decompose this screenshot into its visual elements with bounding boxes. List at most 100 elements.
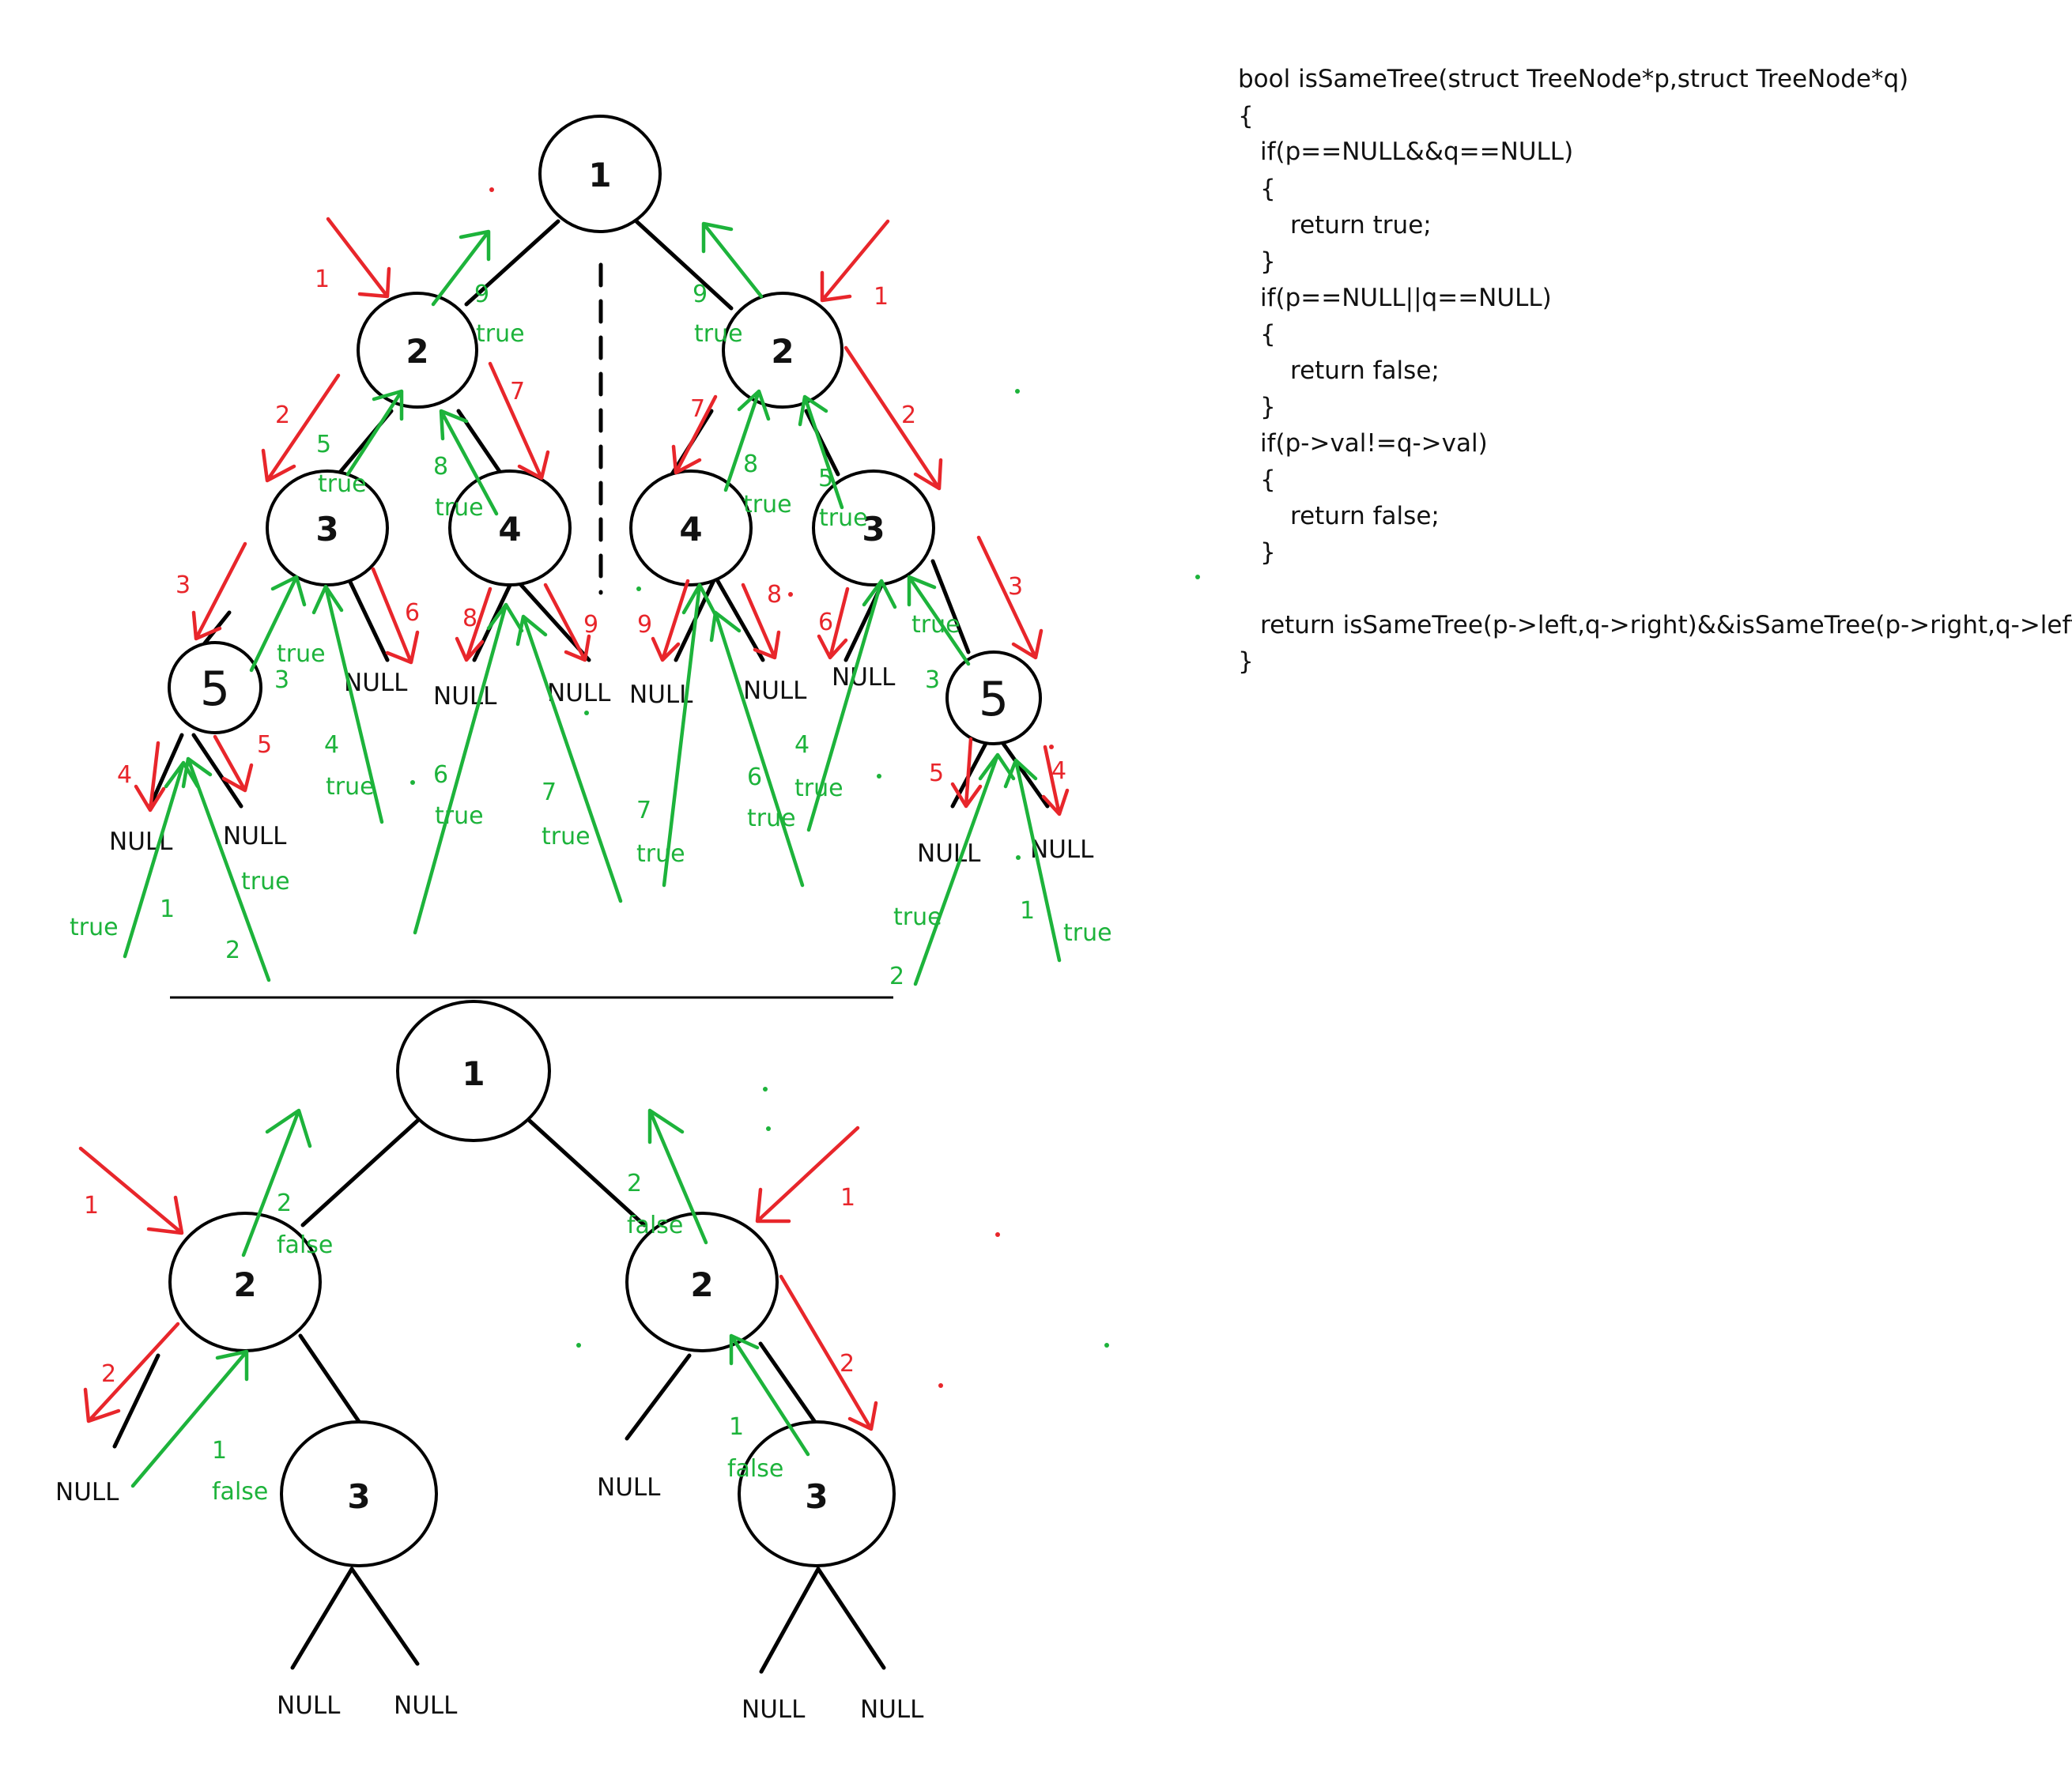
bottom-call-arrows bbox=[78, 1126, 1000, 1431]
code-line: return true; bbox=[1290, 211, 1432, 239]
code-line: { bbox=[1260, 466, 1276, 494]
true-label: true bbox=[435, 494, 484, 522]
code-line: { bbox=[1260, 320, 1276, 349]
tree-node: 2 bbox=[357, 292, 478, 409]
true-label: true bbox=[819, 504, 868, 532]
svg-text:4: 4 bbox=[679, 510, 702, 549]
tree-node: 4 bbox=[629, 469, 753, 586]
false-label: false bbox=[727, 1455, 783, 1483]
true-label: true bbox=[743, 491, 792, 518]
null-label: NULL bbox=[277, 1691, 341, 1720]
svg-text:4: 4 bbox=[498, 510, 521, 549]
code-line: { bbox=[1260, 175, 1276, 203]
top-tree-nodes: 1 2 2 3 4 4 3 5 bbox=[168, 115, 1042, 745]
false-label: false bbox=[212, 1478, 268, 1506]
step-label: 9 bbox=[637, 611, 652, 639]
bottom-step-labels: 1 2 1 2 2 1 2 1 bbox=[84, 1170, 855, 1465]
true-label: true bbox=[636, 840, 685, 868]
step-label: 2 bbox=[101, 1360, 116, 1388]
step-label: 7 bbox=[636, 797, 651, 824]
code-line: { bbox=[1238, 102, 1254, 130]
tree-node: 1 bbox=[538, 115, 662, 233]
true-label: true bbox=[435, 802, 484, 830]
step-label: 8 bbox=[433, 453, 448, 481]
code-line: return false; bbox=[1290, 356, 1440, 385]
step-label: 5 bbox=[257, 731, 272, 759]
step-label: 5 bbox=[316, 431, 331, 458]
tree-node: 5 bbox=[168, 641, 262, 734]
tree-node: 2 bbox=[625, 1212, 779, 1352]
step-label: 2 bbox=[277, 1190, 292, 1217]
tree-node: 3 bbox=[280, 1420, 438, 1567]
null-label: NULL bbox=[394, 1691, 458, 1720]
tree-node: 4 bbox=[448, 469, 572, 586]
null-label: NULL bbox=[223, 822, 287, 850]
step-label: 4 bbox=[1051, 757, 1066, 785]
step-label: 9 bbox=[693, 281, 708, 308]
top-return-arrows bbox=[123, 221, 1200, 986]
code-line: } bbox=[1238, 647, 1254, 676]
code-line: } bbox=[1260, 247, 1276, 276]
top-tree-edges bbox=[148, 219, 1050, 809]
code-line: } bbox=[1260, 393, 1276, 421]
null-label: NULL bbox=[433, 682, 497, 711]
false-label: false bbox=[627, 1212, 683, 1239]
step-label: 5 bbox=[818, 465, 833, 492]
step-label: 2 bbox=[627, 1170, 642, 1197]
code-line: if(p==NULL||q==NULL) bbox=[1260, 284, 1552, 312]
null-label: NULL bbox=[344, 669, 408, 697]
step-label: 6 bbox=[405, 599, 420, 627]
step-label: 9 bbox=[474, 281, 489, 308]
tree-node: 1 bbox=[396, 1000, 551, 1142]
step-label: 1 bbox=[84, 1192, 99, 1220]
null-label: NULL bbox=[597, 1473, 661, 1502]
svg-text:1: 1 bbox=[462, 1054, 485, 1093]
step-label: 2 bbox=[275, 402, 290, 429]
true-label: true bbox=[476, 320, 525, 348]
step-label: 6 bbox=[433, 761, 448, 789]
step-label: 1 bbox=[729, 1413, 744, 1441]
bottom-tree-edges bbox=[112, 1118, 886, 1674]
step-label: 2 bbox=[901, 402, 916, 429]
svg-text:2: 2 bbox=[406, 332, 428, 371]
tree-node: 3 bbox=[738, 1420, 896, 1567]
true-label: true bbox=[694, 320, 743, 348]
step-label: 2 bbox=[889, 963, 904, 990]
tree-node: 3 bbox=[812, 469, 935, 586]
bottom-return-arrows bbox=[130, 1087, 1109, 1488]
null-label: NULL bbox=[860, 1695, 924, 1724]
null-label: NULL bbox=[629, 681, 693, 709]
step-label: 3 bbox=[925, 666, 940, 694]
svg-text:5: 5 bbox=[979, 672, 1009, 727]
svg-text:1: 1 bbox=[588, 156, 611, 194]
code-line: return isSameTree(p->left,q->right)&&isS… bbox=[1260, 611, 2072, 639]
false-label: false bbox=[277, 1231, 333, 1259]
step-label: 1 bbox=[160, 896, 175, 923]
svg-text:3: 3 bbox=[347, 1477, 370, 1516]
step-label: 7 bbox=[510, 378, 525, 405]
null-label: NULL bbox=[55, 1478, 119, 1506]
code-block: bool isSameTree(struct TreeNode*p,struct… bbox=[1238, 65, 2072, 676]
step-label: 8 bbox=[767, 581, 782, 609]
step-label: 1 bbox=[1020, 897, 1035, 925]
top-step-labels: 1 1 2 2 3 3 4 4 5 5 6 6 7 7 8 8 9 9 9 9 … bbox=[117, 266, 1066, 990]
svg-text:3: 3 bbox=[862, 510, 885, 549]
null-label: NULL bbox=[832, 663, 896, 692]
svg-text:5: 5 bbox=[200, 662, 230, 717]
true-label: true bbox=[747, 805, 796, 832]
true-label: true bbox=[911, 611, 961, 639]
code-line: return false; bbox=[1290, 502, 1440, 530]
svg-text:2: 2 bbox=[690, 1265, 713, 1304]
step-label: 3 bbox=[1008, 573, 1023, 601]
step-label: 4 bbox=[794, 731, 810, 759]
null-label: NULL bbox=[547, 679, 611, 707]
tree-node: 5 bbox=[945, 650, 1042, 745]
step-label: 7 bbox=[690, 395, 705, 423]
true-label: true bbox=[318, 470, 367, 498]
null-label: NULL bbox=[1030, 835, 1094, 864]
bottom-false-labels: false false false false bbox=[212, 1212, 783, 1506]
step-label: 3 bbox=[175, 571, 191, 599]
null-label: NULL bbox=[917, 839, 981, 868]
